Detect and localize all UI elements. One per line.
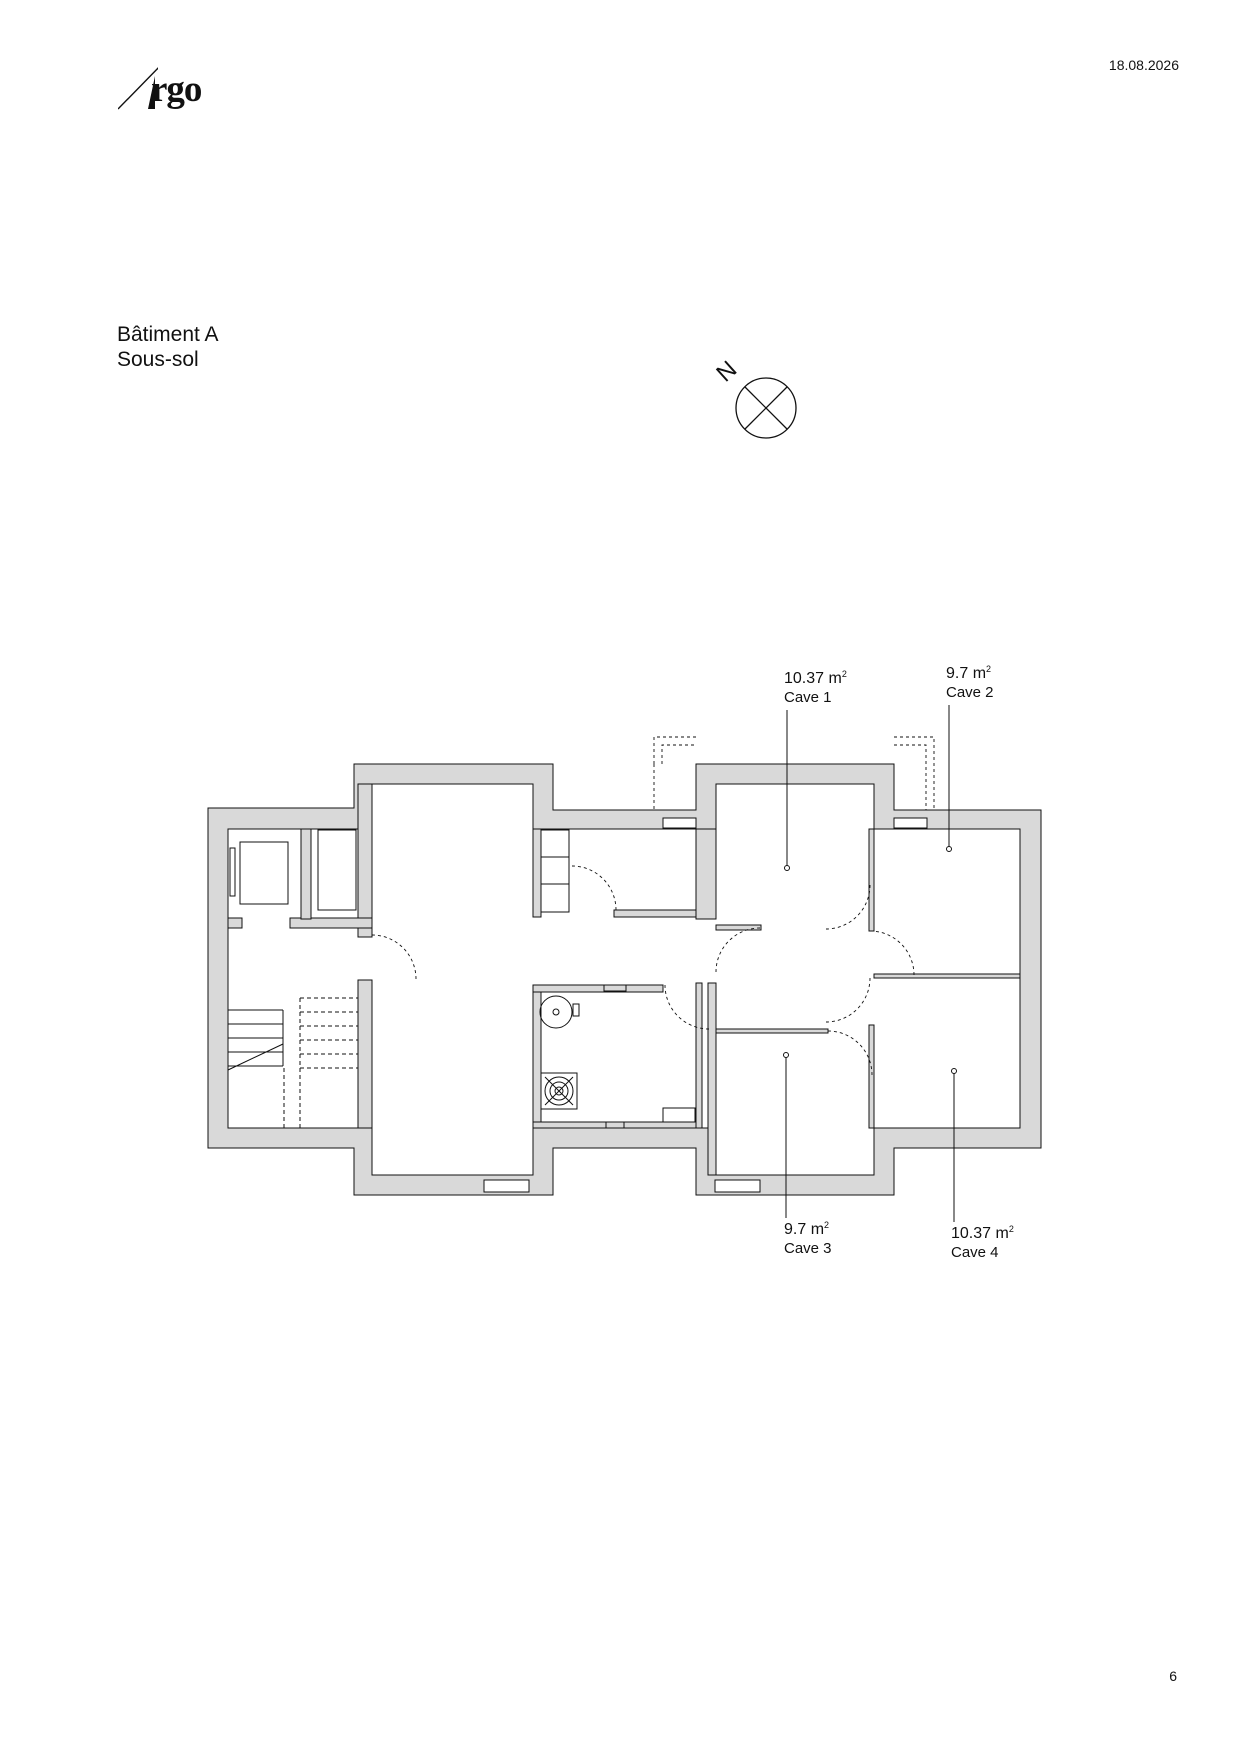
plan-leaders: [783, 705, 957, 1222]
north-arrow: N: [700, 355, 800, 445]
room-label-cave-2: 9.7 m2 Cave 2: [946, 660, 994, 702]
plan-fixtures: [229, 829, 696, 1129]
room-label-cave-3: 9.7 m2 Cave 3: [784, 1216, 832, 1258]
level-subtitle: Sous-sol: [117, 348, 199, 371]
plan-doors: [371, 736, 935, 1076]
room-name: Cave 1: [784, 689, 832, 706]
room-area: 9.7 m: [784, 1221, 825, 1238]
area-unit-exponent: 2: [824, 1220, 830, 1230]
logo-mark-icon: [118, 67, 158, 110]
area-unit-exponent: 2: [841, 669, 847, 679]
room-name: Cave 4: [951, 1244, 999, 1261]
room-area: 9.7 m: [946, 665, 987, 682]
plan-windows: [483, 817, 928, 1193]
document-date: 18.08.2026: [1108, 57, 1179, 73]
area-unit-exponent: 2: [1008, 1224, 1014, 1234]
room-name: Cave 2: [946, 684, 994, 701]
plan-stairs: [227, 997, 358, 1128]
brand-name: rgo: [151, 69, 202, 110]
area-unit-exponent: 2: [986, 664, 992, 674]
room-area: 10.37 m: [951, 1225, 1009, 1242]
room-name: Cave 3: [784, 1240, 832, 1257]
page-number: 6: [1169, 1668, 1177, 1684]
plan-walls: [207, 763, 1042, 1196]
room-label-cave-1: 10.37 m2 Cave 1: [784, 665, 847, 707]
building-title: Bâtiment A: [117, 323, 219, 346]
room-area: 10.37 m: [784, 670, 842, 687]
compass-icon: N: [711, 356, 797, 439]
room-label-cave-4: 10.37 m2 Cave 4: [951, 1220, 1014, 1262]
brand-logo: rgo: [118, 58, 228, 116]
